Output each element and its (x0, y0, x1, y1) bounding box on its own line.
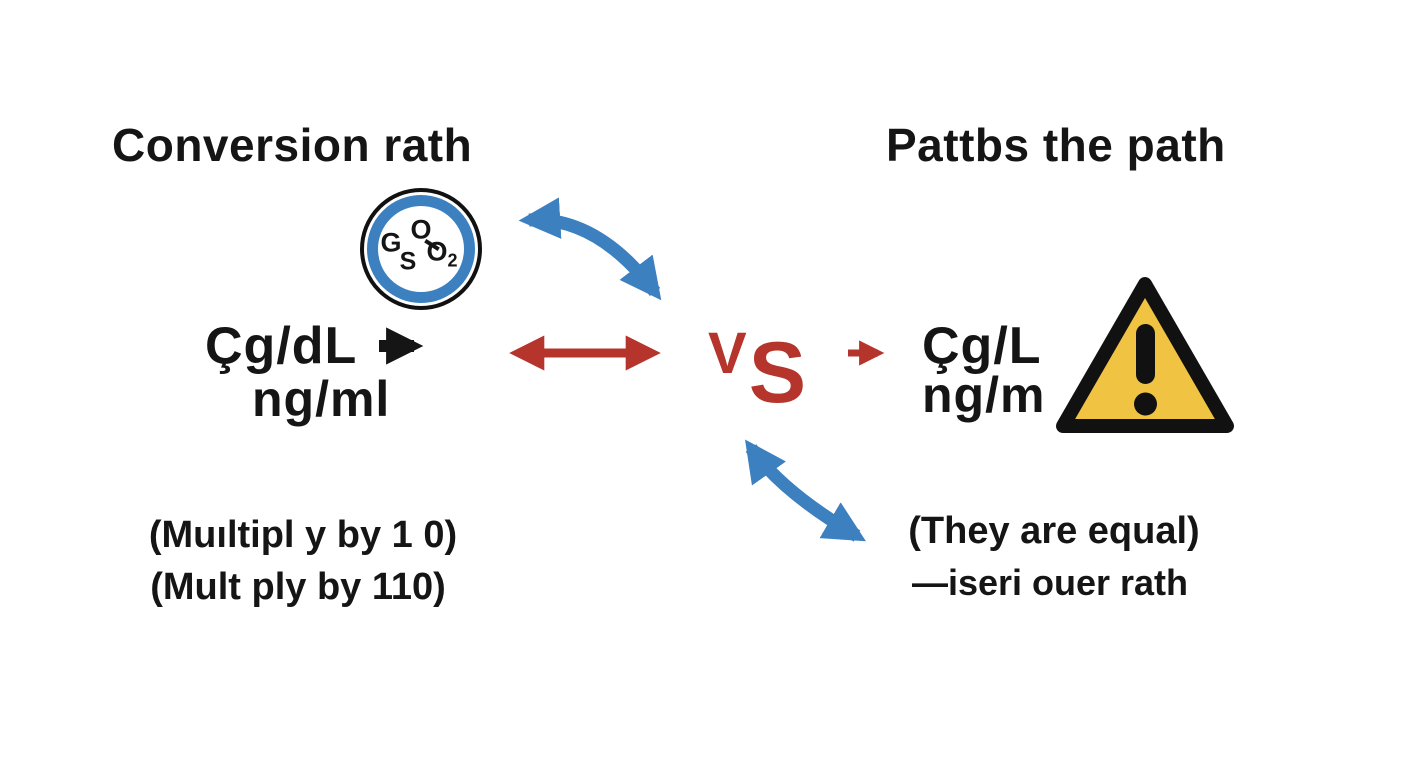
curved-double-arrow-icon-top (518, 197, 662, 301)
molecule-circle-icon: G S O O2 (360, 188, 482, 310)
left-unit-from: Çg/dL (205, 317, 358, 375)
molecule-letter-o: O (410, 214, 432, 245)
vs-letter-v: V (708, 321, 747, 386)
black-right-arrow-icon (379, 327, 424, 365)
left-note-line2: (Mult ply by 110) (150, 566, 446, 608)
molecule-ring (367, 195, 475, 303)
right-unit-top: Çg/L (922, 317, 1042, 375)
right-note-line1: (They are equal) (908, 510, 1200, 552)
molecule-letter-g: G (380, 227, 402, 258)
left-note-line1: (Muıltipl y by 1 0) (148, 514, 458, 556)
right-note-line2: —iseri ouer rath (911, 562, 1189, 603)
right-title: Pattbs the path (886, 119, 1226, 171)
molecule-letter-o2: O2 (426, 236, 458, 271)
left-title: Conversion rath (112, 119, 473, 171)
small-red-arrow-icon (848, 340, 885, 366)
red-double-arrow-icon (509, 335, 661, 371)
right-unit-bottom: ng/m (922, 367, 1046, 423)
warning-exclamation-bar (1136, 324, 1155, 384)
curved-double-arrow-icon-bottom (745, 439, 866, 542)
vs-label: V S (708, 321, 807, 421)
left-unit-to: ng/ml (252, 371, 391, 427)
vs-letter-s: S (748, 325, 807, 421)
warning-exclamation-dot (1134, 392, 1157, 416)
molecule-letter-s: S (399, 247, 417, 276)
warning-triangle-icon (1056, 277, 1234, 433)
